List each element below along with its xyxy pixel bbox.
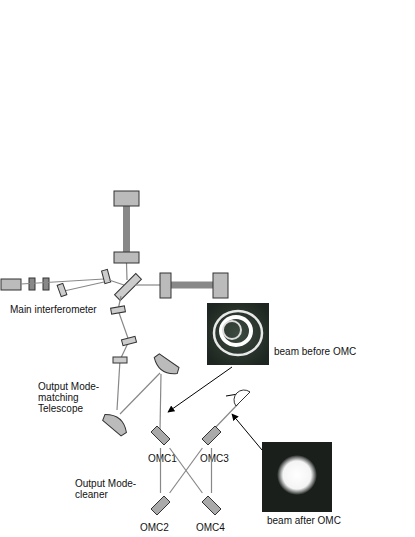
arm-beam bbox=[126, 263, 128, 280]
laser-beam bbox=[109, 280, 124, 285]
steering-mirror bbox=[57, 283, 67, 296]
end-mirror bbox=[213, 273, 228, 298]
output-optic bbox=[111, 306, 126, 314]
mirror-node: OMC3 bbox=[199, 423, 224, 448]
mirror-outline bbox=[199, 423, 224, 448]
beam-splitter bbox=[115, 274, 142, 301]
mirror-label: OMC3 bbox=[200, 453, 229, 464]
output-optic bbox=[113, 357, 127, 363]
annotation-text: beam after OMC bbox=[267, 515, 387, 526]
end-mirror bbox=[114, 191, 139, 206]
output-beam bbox=[120, 373, 160, 414]
beam-ring bbox=[221, 317, 251, 345]
annotation-text: Main interferometer bbox=[10, 304, 110, 315]
annotation-text: beam before OMC bbox=[274, 346, 394, 357]
input-mirror bbox=[160, 273, 171, 298]
beam-ring bbox=[214, 311, 262, 355]
annotation-text: Output Mode-cleaner bbox=[75, 478, 141, 500]
mirror-outline bbox=[199, 493, 224, 518]
beam-path bbox=[170, 448, 203, 493]
beam-ring bbox=[223, 321, 241, 339]
arm-cavity bbox=[171, 282, 213, 289]
mirror-shape bbox=[151, 496, 170, 515]
input-optic bbox=[43, 278, 49, 290]
curved-mirror bbox=[101, 410, 130, 437]
output-optic bbox=[121, 336, 136, 345]
curved-mirror bbox=[151, 353, 181, 379]
mirror-label: OMC2 bbox=[140, 522, 169, 533]
input-mirror bbox=[114, 252, 139, 263]
output-beam bbox=[160, 374, 161, 430]
mirror-shape bbox=[151, 426, 170, 445]
beam-image bbox=[262, 442, 332, 512]
annotation-text: Output Mode-matching Telescope bbox=[38, 381, 110, 414]
mirror-label: OMC4 bbox=[196, 522, 225, 533]
mirror-outline bbox=[148, 423, 173, 448]
pointer-arrow bbox=[232, 414, 262, 450]
steering-mirror bbox=[102, 269, 111, 283]
beam-path bbox=[160, 448, 161, 493]
mirror-shape bbox=[202, 496, 221, 515]
arm-cavity bbox=[123, 206, 130, 252]
beam-image bbox=[207, 303, 269, 365]
mirror-shape bbox=[202, 426, 221, 445]
laser-beam bbox=[64, 282, 104, 291]
beam-spot bbox=[277, 455, 317, 495]
mirror-outline bbox=[148, 493, 173, 518]
beam-path bbox=[170, 448, 203, 493]
laser bbox=[1, 279, 21, 290]
beam-path bbox=[211, 448, 212, 493]
photodetector bbox=[234, 390, 250, 406]
mirror-node: OMC4 bbox=[199, 493, 224, 518]
mirror-label: OMC1 bbox=[148, 453, 177, 464]
arm-beam bbox=[135, 284, 160, 285]
mirror-node: OMC2 bbox=[148, 493, 173, 518]
pointer-arrow bbox=[168, 367, 232, 412]
mirror-node: OMC1 bbox=[148, 423, 173, 448]
